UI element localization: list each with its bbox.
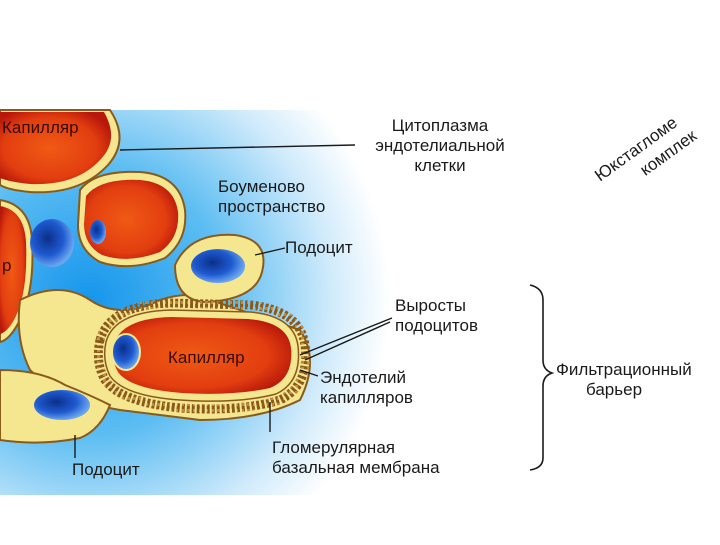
capillary-top-label: Капилляр — [2, 118, 79, 138]
endothelial-nucleus-left — [30, 219, 74, 267]
podocyte-lower-label: Подоцит — [72, 460, 140, 480]
bowman-space-label: Боуменово пространство — [218, 177, 325, 217]
capillary-endothelium-label: Эндотелий капилляров — [320, 368, 413, 408]
juxtaglomerular-label: Юкстагломе комплек — [591, 108, 700, 203]
podocyte-upper-label: Подоцит — [285, 238, 353, 258]
capillary-left-fragment-label: р — [2, 256, 11, 276]
capillary-main-label: Капилляр — [168, 348, 245, 368]
podocyte-processes-label: Выросты подоцитов — [395, 296, 478, 336]
glomerular-membrane-label: Гломерулярная базальная мембрана — [272, 438, 440, 478]
capillary-middle-shape — [78, 172, 185, 266]
endothelial-cytoplasm-label: Цитоплазма эндотелиальной клетки — [355, 116, 525, 176]
filtration-barrier-label: Фильтрационный барьер — [556, 360, 692, 400]
